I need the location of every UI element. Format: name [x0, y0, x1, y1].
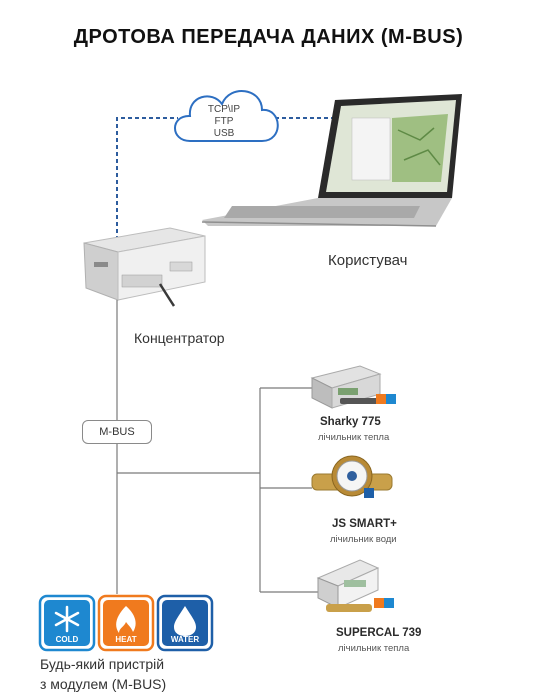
- device-type-sharky: лічильник тепла: [318, 432, 390, 443]
- device-name-sharky: Sharky 775: [320, 416, 381, 428]
- cloud-icon: [174, 90, 279, 142]
- heat-meter-icon: [310, 365, 396, 409]
- cloud-line-2: FTP: [215, 116, 234, 127]
- module-caption-line-1: Будь-який пристрій: [40, 656, 165, 672]
- device-name-supercal: SUPERCAL 739: [336, 627, 422, 639]
- device-name-js-smart: JS SMART+: [332, 518, 397, 530]
- cloud-line-3: USB: [214, 128, 235, 139]
- page-title: ДРОТОВА ПЕРЕДАЧА ДАНИХ (M-BUS): [73, 26, 464, 48]
- heat-module-tile: HEAT: [97, 594, 155, 652]
- device-type-supercal: лічильник тепла: [338, 643, 410, 654]
- concentrator-label: Концентратор: [134, 330, 225, 346]
- flame-icon: [116, 606, 136, 633]
- dashed-link-left: [116, 117, 178, 240]
- device-type-js-smart: лічильник води: [330, 534, 397, 545]
- user-label: Користувач: [328, 252, 408, 269]
- water-label: WATER: [171, 635, 200, 644]
- cold-label: COLD: [56, 635, 79, 644]
- water-drop-icon: [174, 606, 196, 636]
- heat-meter-icon: [316, 559, 394, 612]
- water-meter-icon: [311, 455, 393, 498]
- water-module-tile: WATER: [156, 594, 214, 652]
- cold-module-tile: COLD: [38, 594, 96, 652]
- snowflake-icon: [54, 605, 80, 633]
- module-caption-line-2: з модулем (M-BUS): [40, 676, 167, 692]
- concentrator-icon: [83, 227, 206, 307]
- heat-label: HEAT: [115, 635, 136, 644]
- cloud-line-1: TCP\IP: [208, 104, 241, 115]
- laptop-icon: [201, 94, 462, 227]
- mbus-bus-label: M-BUS: [82, 420, 152, 444]
